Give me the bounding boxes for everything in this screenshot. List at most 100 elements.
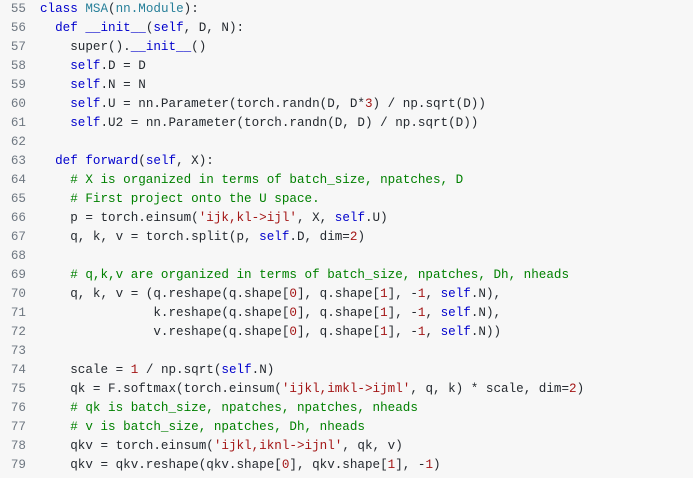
code-text: # First project onto the U space. (40, 190, 320, 209)
code-token: # X is organized in terms of batch_size,… (70, 173, 464, 187)
code-line[interactable]: 59 self.N = N (0, 76, 693, 95)
code-token: .D = D (100, 59, 146, 73)
code-line[interactable]: 60 self.U = nn.Parameter(torch.randn(D, … (0, 95, 693, 114)
code-token: ], q.shape[ (296, 287, 381, 301)
code-token: 1 (380, 325, 388, 339)
code-token: # First project onto the U space. (70, 192, 320, 206)
code-token: def (55, 154, 86, 168)
code-token: # qk is batch_size, npatches, npatches, … (70, 401, 418, 415)
code-token: () (191, 40, 207, 54)
code-line[interactable]: 71 k.reshape(q.shape[0], q.shape[1], -1,… (0, 304, 693, 323)
code-line[interactable]: 78 qkv = torch.einsum('ijkl,iknl->ijnl',… (0, 437, 693, 456)
code-line[interactable]: 65 # First project onto the U space. (0, 190, 693, 209)
code-line[interactable]: 72 v.reshape(q.shape[0], q.shape[1], -1,… (0, 323, 693, 342)
code-text: self.U2 = nn.Parameter(torch.randn(D, D)… (40, 114, 478, 133)
line-number: 79 (10, 458, 26, 472)
code-token: # v is batch_size, npatches, Dh, nheads (70, 420, 365, 434)
code-token: .D, dim= (289, 230, 350, 244)
code-text: v.reshape(q.shape[0], q.shape[1], -1, se… (40, 323, 501, 342)
line-number: 65 (10, 192, 26, 206)
code-line[interactable]: 57 super().__init__() (0, 38, 693, 57)
code-token: 1 (417, 306, 426, 320)
line-number: 72 (10, 325, 26, 339)
line-number: 57 (10, 40, 26, 54)
code-token: , (425, 325, 441, 339)
code-token: p = torch.einsum( (40, 211, 199, 225)
code-text: p = torch.einsum('ijk,kl->ijl', X, self.… (40, 209, 388, 228)
code-token: q, k, v = (q.reshape(q.shape[ (40, 287, 290, 301)
code-line[interactable]: 56 def __init__(self, D, N): (0, 19, 693, 38)
code-token (40, 97, 70, 111)
code-token: self (70, 59, 101, 73)
line-number: 60 (10, 97, 26, 111)
code-token (40, 420, 70, 434)
code-text: class MSA(nn.Module): (40, 0, 199, 19)
code-token (40, 154, 55, 168)
code-text: def __init__(self, D, N): (40, 19, 244, 38)
code-text: super().__init__() (40, 38, 206, 57)
code-token: v.reshape(q.shape[ (40, 325, 290, 339)
code-token: self (440, 287, 471, 301)
line-number: 61 (10, 116, 26, 130)
code-text: # q,k,v are organized in terms of batch_… (40, 266, 569, 285)
code-token: ( (138, 154, 146, 168)
code-text: k.reshape(q.shape[0], q.shape[1], -1, se… (40, 304, 501, 323)
line-number: 74 (10, 363, 26, 377)
code-line[interactable]: 64 # X is organized in terms of batch_si… (0, 171, 693, 190)
code-line[interactable]: 74 scale = 1 / np.sqrt(self.N) (0, 361, 693, 380)
code-token: .N), (470, 306, 502, 320)
line-number: 59 (10, 78, 26, 92)
code-token: nn.Module (115, 2, 184, 16)
code-token: .U2 = nn.Parameter(torch.randn(D, D) / n… (100, 116, 479, 130)
code-token: .U) (365, 211, 388, 225)
code-token: k.reshape(q.shape[ (40, 306, 290, 320)
code-text: q, k, v = torch.split(p, self.D, dim=2) (40, 228, 365, 247)
code-token: 1 (130, 363, 139, 377)
code-token (40, 78, 70, 92)
code-line[interactable]: 61 self.U2 = nn.Parameter(torch.randn(D,… (0, 114, 693, 133)
code-token: self (153, 21, 184, 35)
line-number: 75 (10, 382, 26, 396)
code-token: , qk, v) (342, 439, 403, 453)
code-token: self (259, 230, 290, 244)
code-line[interactable]: 63 def forward(self, X): (0, 152, 693, 171)
code-token: qkv = torch.einsum( (40, 439, 214, 453)
code-token: self (334, 211, 365, 225)
code-line[interactable]: 76 # qk is batch_size, npatches, npatche… (0, 399, 693, 418)
code-line[interactable]: 69 # q,k,v are organized in terms of bat… (0, 266, 693, 285)
code-token: qkv = qkv.reshape(qkv.shape[ (40, 458, 282, 472)
code-token: self (440, 306, 471, 320)
code-line[interactable]: 79 qkv = qkv.reshape(qkv.shape[0], qkv.s… (0, 456, 693, 475)
line-number: 63 (10, 154, 26, 168)
code-token: self (70, 97, 101, 111)
code-line[interactable]: 77 # v is batch_size, npatches, Dh, nhea… (0, 418, 693, 437)
code-token: .N), (470, 287, 502, 301)
code-line[interactable]: 73 (0, 342, 693, 361)
line-number: 68 (10, 249, 26, 263)
code-token: 1 (380, 287, 388, 301)
code-token: 'ijkl,iknl->ijnl' (213, 439, 343, 453)
code-token: ], q.shape[ (296, 325, 381, 339)
code-line[interactable]: 58 self.D = D (0, 57, 693, 76)
code-line[interactable]: 75 qk = F.softmax(torch.einsum('ijkl,imk… (0, 380, 693, 399)
line-number: 76 (10, 401, 26, 415)
code-line[interactable]: 66 p = torch.einsum('ijk,kl->ijl', X, se… (0, 209, 693, 228)
code-line[interactable]: 68 (0, 247, 693, 266)
code-token: __init__ (85, 21, 146, 35)
code-line[interactable]: 62 (0, 133, 693, 152)
code-token: self (145, 154, 177, 168)
code-line[interactable]: 70 q, k, v = (q.reshape(q.shape[0], q.sh… (0, 285, 693, 304)
code-token: / np.sqrt( (138, 363, 222, 377)
code-text: # qk is batch_size, npatches, npatches, … (40, 399, 418, 418)
code-line[interactable]: 67 q, k, v = torch.split(p, self.D, dim=… (0, 228, 693, 247)
code-token (40, 116, 70, 130)
line-number: 70 (10, 287, 26, 301)
code-token: ) (576, 382, 585, 396)
code-token: , X, (296, 211, 335, 225)
code-text: # X is organized in terms of batch_size,… (40, 171, 463, 190)
code-text: self.U = nn.Parameter(torch.randn(D, D*3… (40, 95, 486, 114)
code-token: self (70, 78, 101, 92)
line-number: 77 (10, 420, 26, 434)
